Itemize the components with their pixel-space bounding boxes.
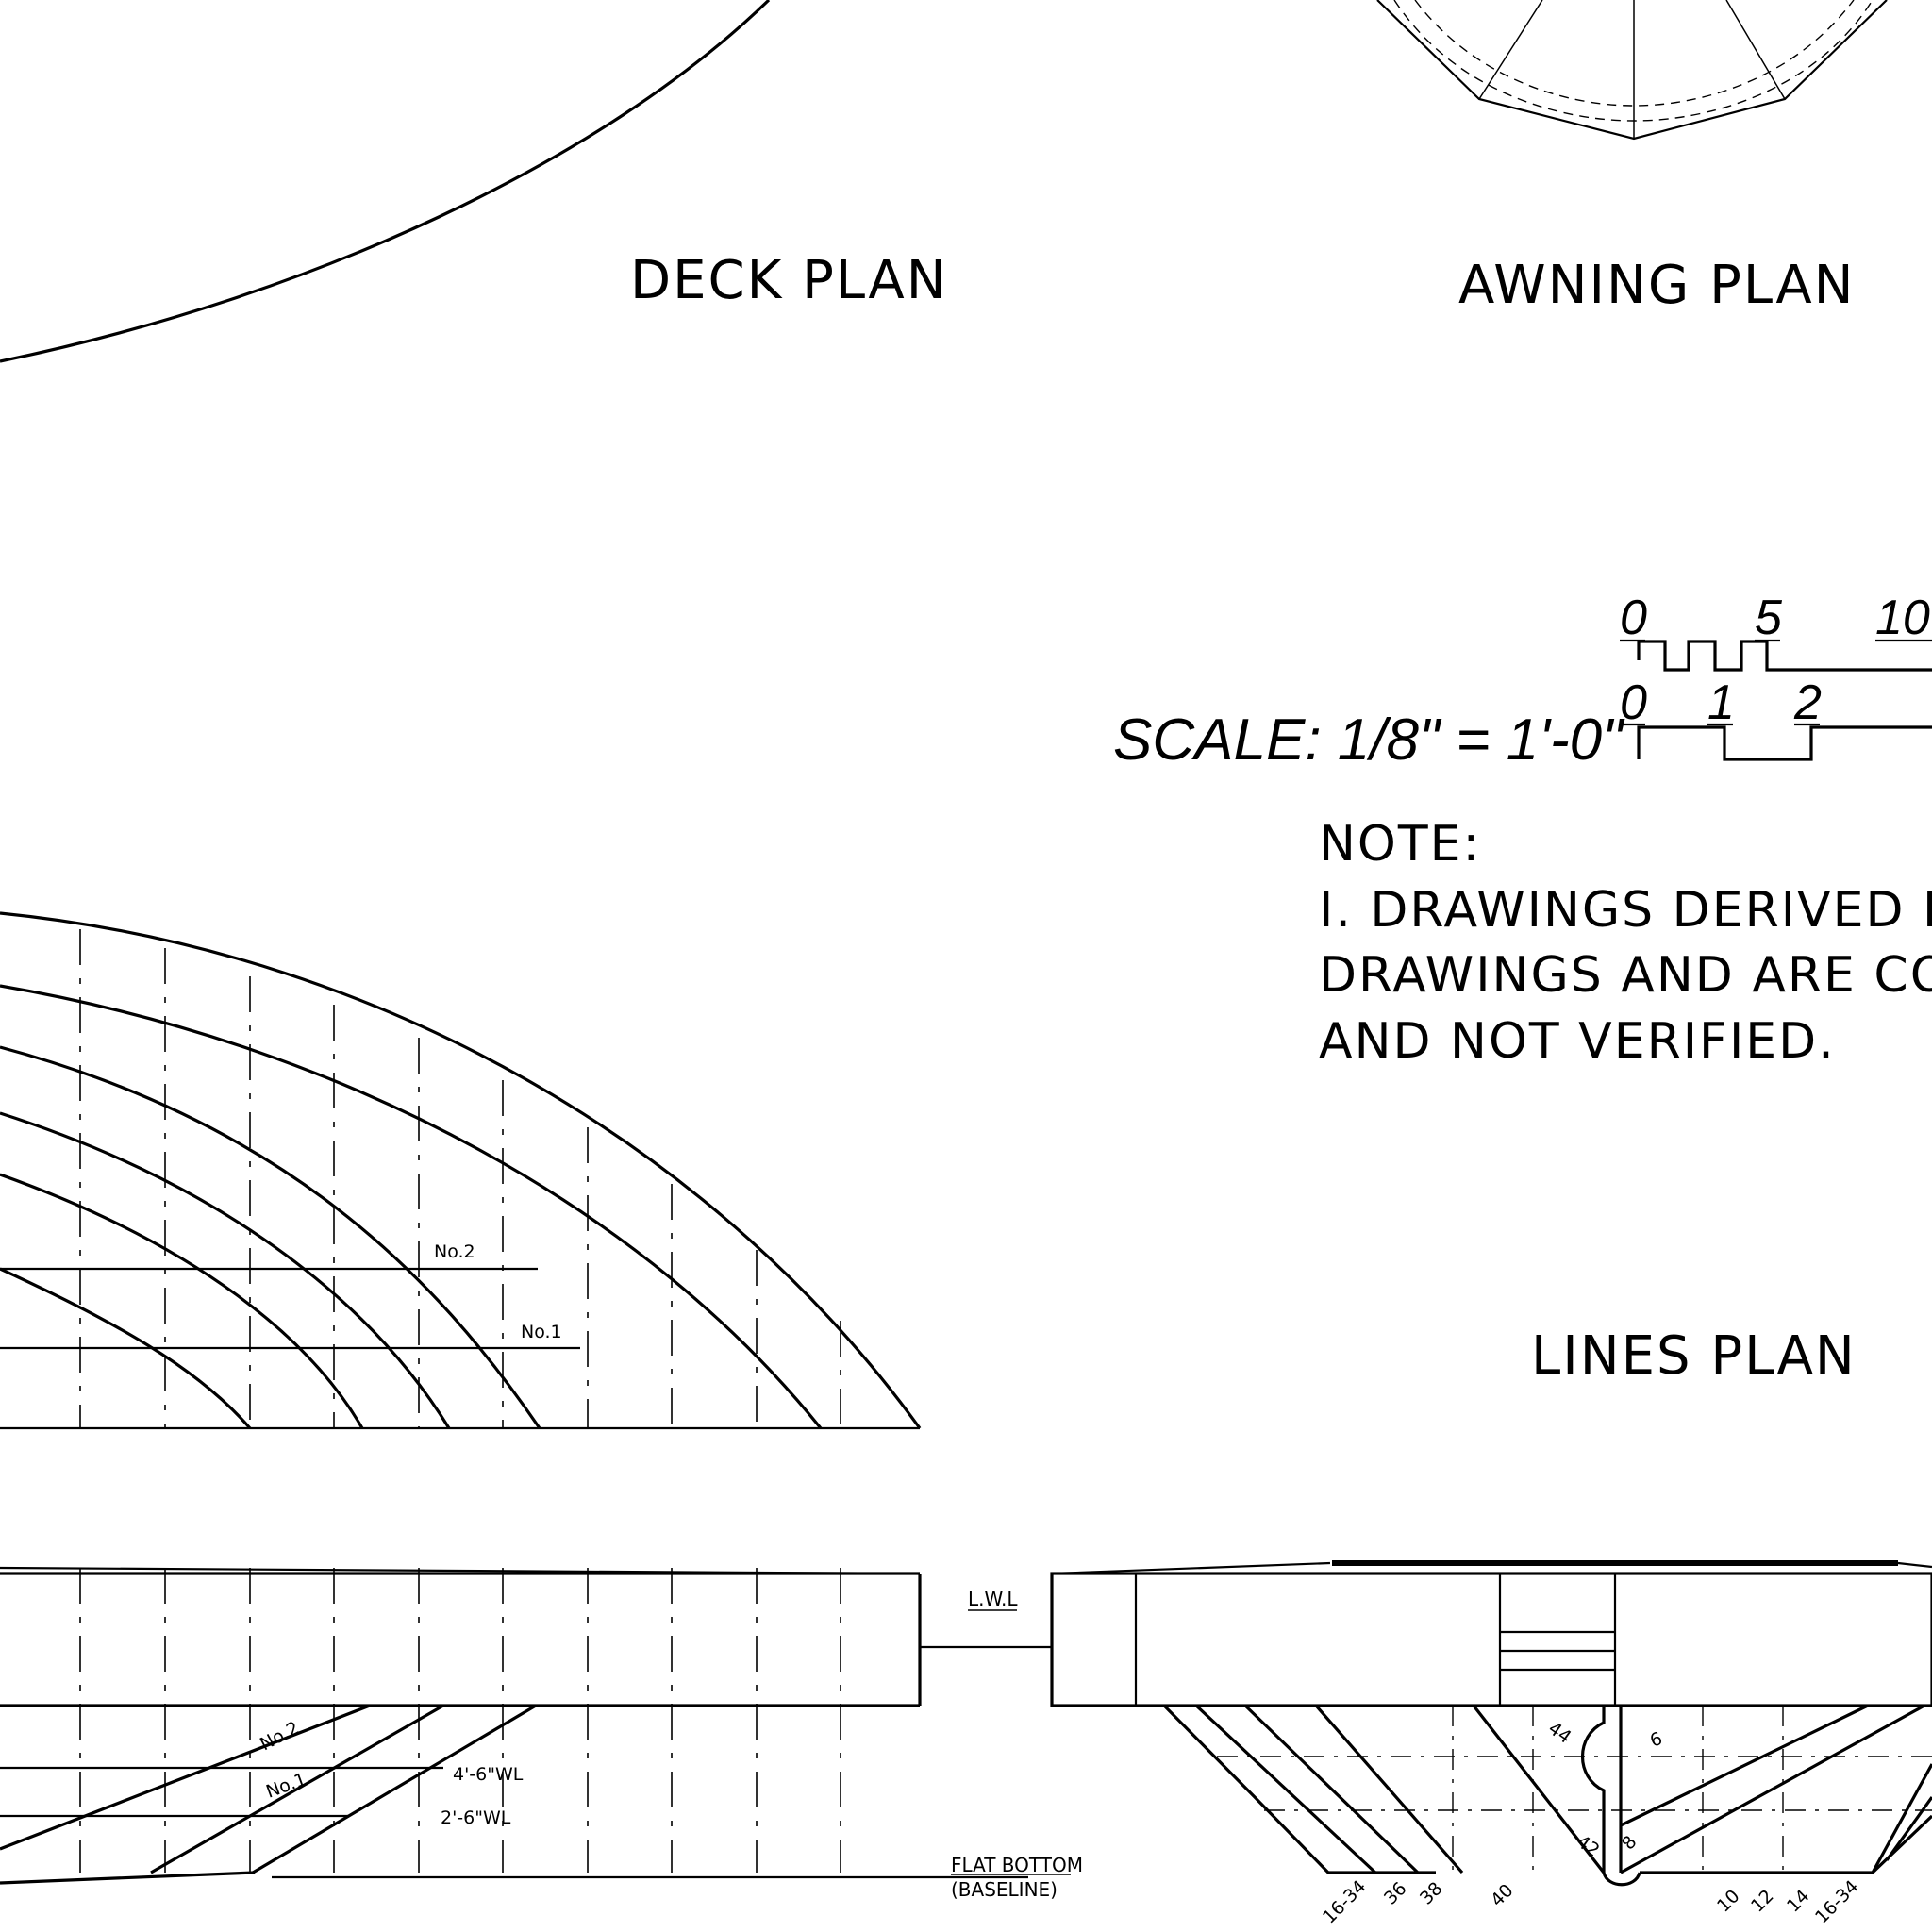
awning-outline bbox=[1376, 0, 1888, 141]
half-breadth-curve bbox=[0, 1267, 252, 1430]
awning-plan: AWNING PLAN bbox=[1376, 0, 1888, 316]
station-label-44: 44 bbox=[1544, 1718, 1574, 1748]
station-label-38: 38 bbox=[1416, 1878, 1447, 1909]
half-breadth-curve bbox=[0, 1111, 451, 1429]
waterline-4-6-label: 4'-6"WL bbox=[453, 1764, 524, 1785]
buttock-no2-label: No.2 bbox=[434, 1241, 475, 1262]
note-block: NOTE: I. DRAWINGS DERIVED I DRAWINGS AND… bbox=[1319, 816, 1932, 1070]
note-heading: NOTE: bbox=[1319, 816, 1481, 873]
lwl-label: L.W.L bbox=[968, 1588, 1018, 1610]
baseline-label: (BASELINE) bbox=[951, 1878, 1058, 1901]
station-label-16-34-fwd: 16-34 bbox=[1811, 1876, 1863, 1928]
note-line-2: DRAWINGS AND ARE CO bbox=[1319, 947, 1932, 1004]
scale-upper-bar bbox=[1637, 640, 1932, 672]
scale-upper-tick-10: 10 bbox=[1875, 591, 1930, 645]
half-breadth-curve bbox=[0, 1045, 541, 1429]
buttock-no1-label: No.1 bbox=[521, 1322, 562, 1342]
scale-upper-tick-0: 0 bbox=[1620, 591, 1647, 645]
profile-buttock bbox=[0, 1704, 371, 1851]
body-plan-top-box bbox=[1050, 1572, 1932, 1707]
station-label-16-34-aft: 16-34 bbox=[1319, 1876, 1371, 1928]
scale-label: SCALE: 1/8" = 1'-0" bbox=[1113, 708, 1625, 773]
scale-lower-tick-2: 2 bbox=[1793, 675, 1822, 730]
station-label-12: 12 bbox=[1747, 1886, 1778, 1917]
keel-line bbox=[0, 1871, 256, 1885]
station-label-6: 6 bbox=[1647, 1728, 1665, 1752]
profile-plan: 4'-6"WL 2'-6"WL No.2 No.1 FLAT BOTTOM (B… bbox=[0, 1566, 1083, 1901]
lines-plan-title: LINES PLAN bbox=[1531, 1325, 1857, 1387]
station-label-36: 36 bbox=[1380, 1878, 1411, 1909]
half-breadth-curve bbox=[0, 1173, 364, 1429]
note-line-3: AND NOT VERIFIED. bbox=[1319, 1013, 1836, 1070]
awning-plan-title: AWNING PLAN bbox=[1458, 255, 1856, 316]
half-breadth-plan: No.2 No.1 bbox=[0, 911, 922, 1430]
scale-lower-bar bbox=[1637, 725, 1932, 761]
scale-lower-tick-1: 1 bbox=[1707, 675, 1735, 730]
scale-lower-tick-0: 0 bbox=[1620, 675, 1647, 730]
profile-buttock bbox=[150, 1704, 444, 1874]
station-label-10: 10 bbox=[1713, 1886, 1744, 1917]
profile-no2-label: No.2 bbox=[257, 1718, 303, 1756]
scale-upper-tick-5: 5 bbox=[1755, 591, 1783, 645]
deck-plan-title: DECK PLAN bbox=[630, 250, 948, 311]
waterline-2-6-label: 2'-6"WL bbox=[441, 1807, 511, 1828]
half-breadth-curve bbox=[0, 984, 823, 1430]
half-breadth-curve bbox=[0, 911, 922, 1429]
deck-plan: DECK PLAN bbox=[0, 0, 948, 363]
profile-no1-label: No.1 bbox=[263, 1769, 309, 1803]
awning-rib bbox=[1478, 0, 1543, 100]
note-line-1: I. DRAWINGS DERIVED I bbox=[1319, 882, 1932, 939]
awning-inner-dashed-arc-2 bbox=[1414, 0, 1855, 107]
station-label-42: 42 bbox=[1573, 1831, 1603, 1861]
profile-buttock bbox=[252, 1704, 537, 1874]
station-label-14: 14 bbox=[1783, 1886, 1814, 1917]
awning-rib bbox=[1725, 0, 1786, 100]
station-label-40: 40 bbox=[1487, 1880, 1518, 1911]
body-plan: 44 42 6 8 16-34 36 38 40 10 12 14 16-34 bbox=[1050, 1560, 1932, 1928]
scale-bar: SCALE: 1/8" = 1'-0" 0 5 10 0 1 2 bbox=[1113, 591, 1932, 773]
flat-bottom-label: FLAT BOTTOM bbox=[951, 1854, 1083, 1876]
deck-outline-curve bbox=[0, 0, 771, 363]
body-section-outline bbox=[1162, 1704, 1436, 1874]
